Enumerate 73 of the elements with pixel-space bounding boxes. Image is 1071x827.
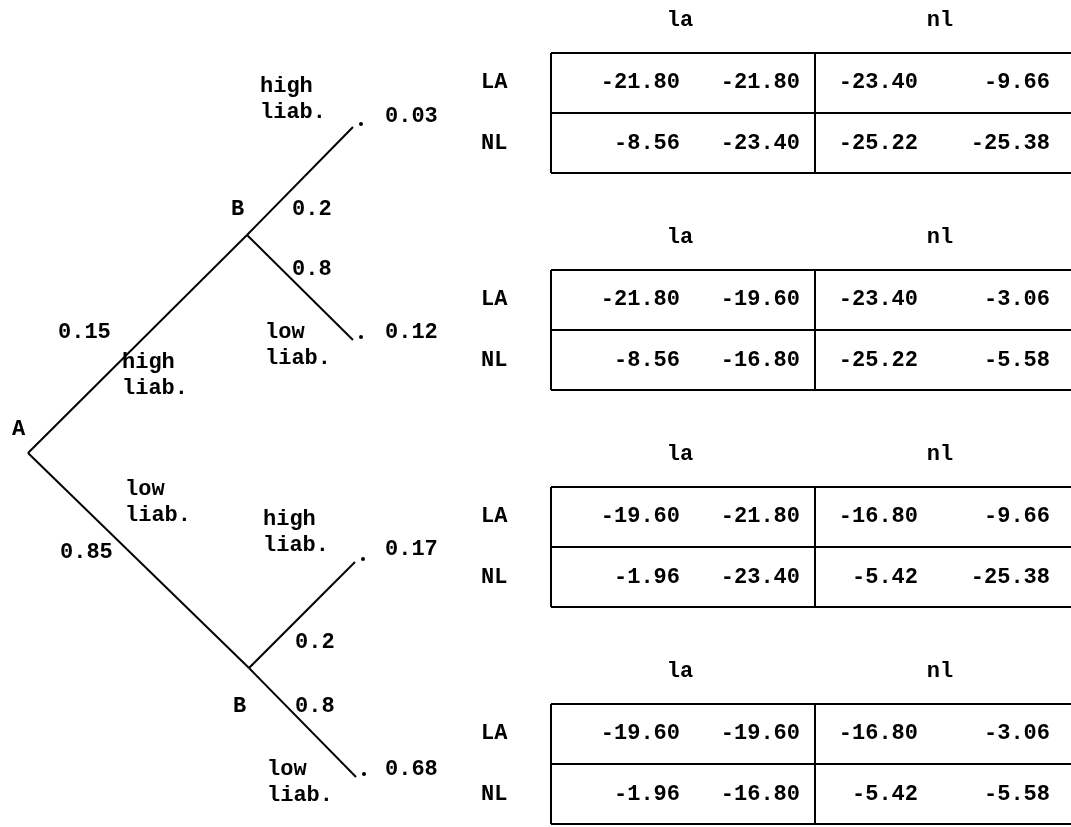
edge-label: low liab. [125,477,192,529]
row-header: LA [481,287,508,313]
payoff-value: -5.58 [984,782,1050,808]
column-header: nl [926,8,954,34]
probability-label: 0.8 [295,694,335,720]
payoff-value: -16.80 [720,348,800,374]
probability-value: 0.17 [357,537,438,563]
payoff-value: -25.38 [970,131,1050,157]
payoff-value: -5.42 [852,565,918,591]
probability-label: 0.8 [292,257,332,283]
payoff-value: -5.58 [984,348,1050,374]
payoff-value: -23.40 [838,70,918,96]
row-header: LA [481,721,508,747]
payoff-value: -25.38 [970,565,1050,591]
node-label: A [12,417,26,443]
payoff-value: -3.06 [984,287,1050,313]
payoff-value: -25.22 [838,348,918,374]
payoff-value: -23.40 [838,287,918,313]
column-header: la [666,659,694,685]
node-label: B [233,694,247,720]
payoff-value: -8.56 [614,131,680,157]
column-header: la [666,8,694,34]
node-label: B [231,197,245,223]
row-header: LA [481,504,508,530]
payoff-value: -1.96 [614,565,680,591]
probability-value: 0.68 [357,757,438,783]
row-header: NL [481,348,508,374]
payoff-value: -8.56 [614,348,680,374]
probability-label: 0.15 [58,320,111,346]
edge-label: low liab. [265,320,332,372]
column-header: nl [926,659,954,685]
row-header: NL [481,782,508,808]
probability-label: 0.2 [292,197,332,223]
payoff-value: -16.80 [838,721,918,747]
probability-label: 0.2 [295,630,335,656]
payoff-value: -5.42 [852,782,918,808]
payoff-value: -21.80 [600,70,680,96]
payoff-value: -21.80 [720,70,800,96]
payoff-value: -19.60 [720,721,800,747]
payoff-value: -3.06 [984,721,1050,747]
tree-branch [246,234,354,341]
payoff-value: -21.80 [720,504,800,530]
column-header: nl [926,225,954,251]
payoff-value: -16.80 [838,504,918,530]
payoff-value: -23.40 [720,131,800,157]
probability-label: 0.85 [60,540,113,566]
payoff-value: -25.22 [838,131,918,157]
row-header: LA [481,70,508,96]
probability-value: 0.12 [357,320,438,346]
payoff-value: -23.40 [720,565,800,591]
tree-branch [27,234,248,454]
tree-branch [246,126,354,236]
payoff-value: -19.60 [720,287,800,313]
payoff-value: -16.80 [720,782,800,808]
edge-label: high liab. [263,507,330,559]
edge-label: high liab. [122,350,189,402]
edge-label: low liab. [267,757,334,809]
payoff-value: -21.80 [600,287,680,313]
column-header: la [666,442,694,468]
payoff-value: -19.60 [600,504,680,530]
probability-value: 0.03 [357,104,438,130]
payoff-value: -9.66 [984,504,1050,530]
payoff-value: -1.96 [614,782,680,808]
edge-label: high liab. [260,74,327,126]
tree-branch [248,667,357,778]
row-header: NL [481,131,508,157]
tree-branch [27,452,250,669]
tree-branch [248,561,356,669]
payoff-value: -19.60 [600,721,680,747]
row-header: NL [481,565,508,591]
payoff-value: -9.66 [984,70,1050,96]
column-header: nl [926,442,954,468]
column-header: la [666,225,694,251]
